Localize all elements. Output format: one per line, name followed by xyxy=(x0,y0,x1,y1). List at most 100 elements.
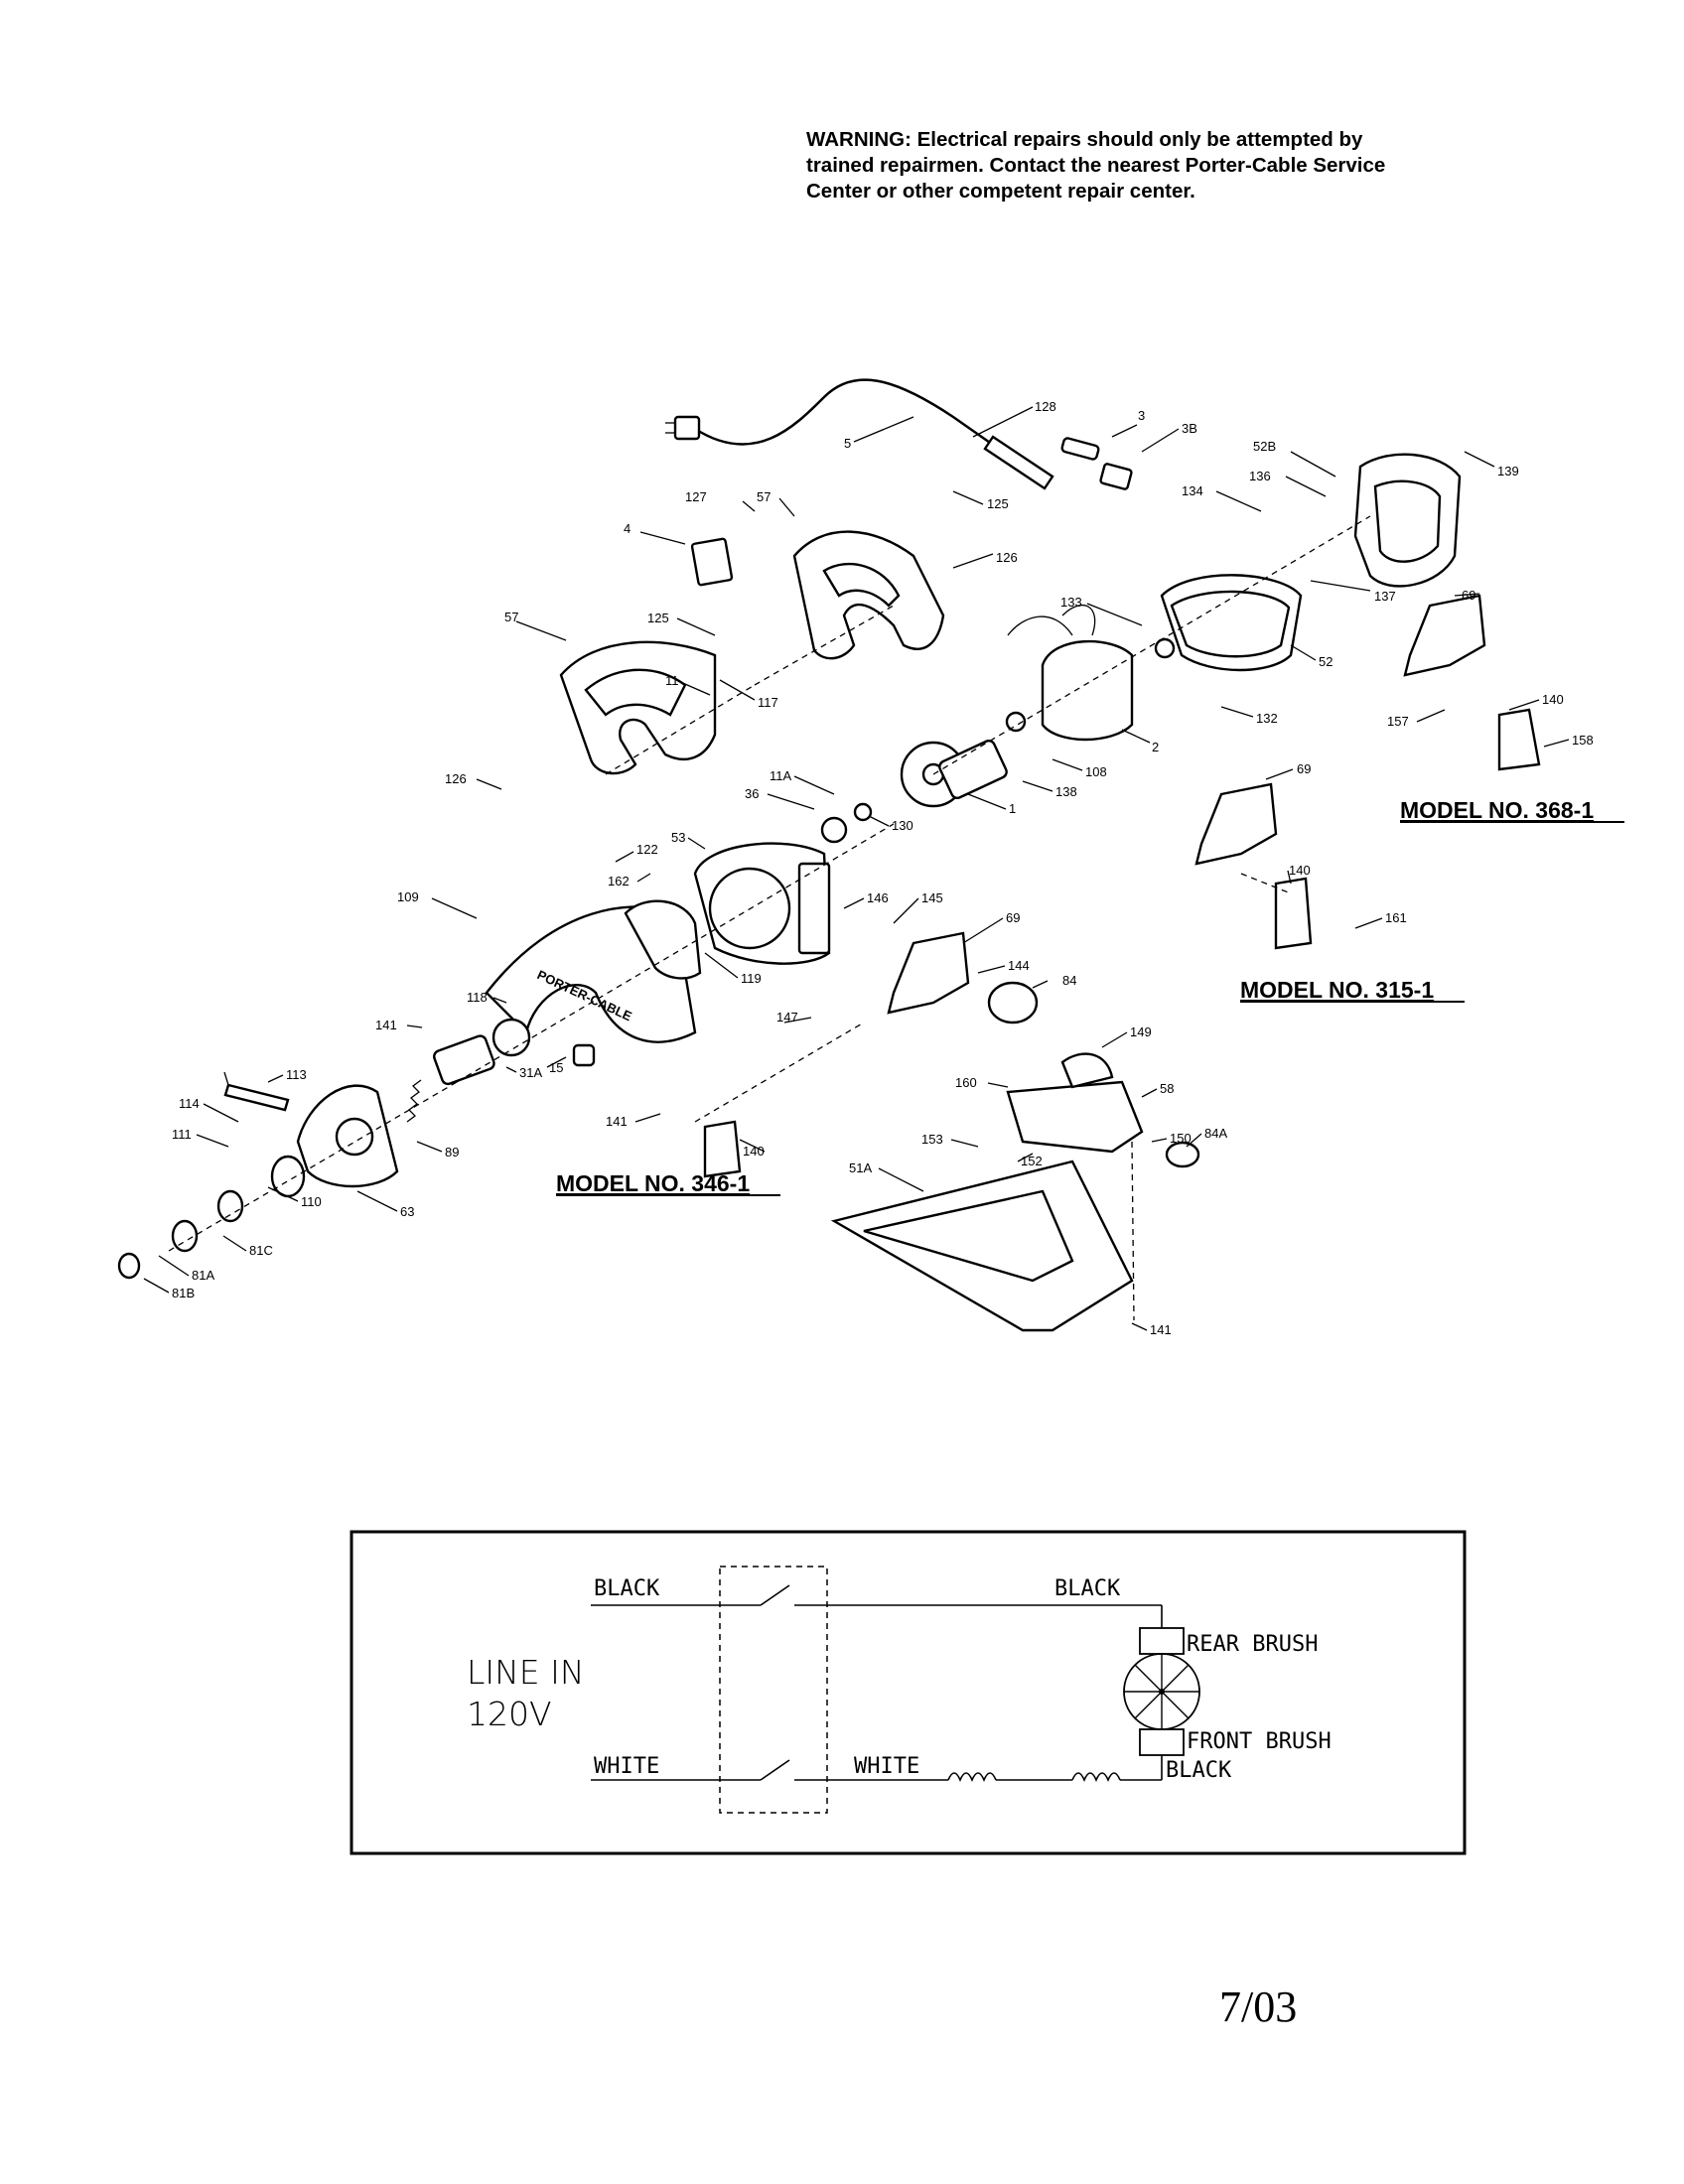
part-label: 89 xyxy=(445,1145,459,1160)
rear-brush-label: REAR BRUSH xyxy=(1187,1632,1318,1657)
part-label: 117 xyxy=(758,695,778,710)
part-label: 36 xyxy=(745,786,759,801)
voltage-label: 120V xyxy=(467,1695,552,1733)
part-label: 31A xyxy=(519,1065,542,1080)
part-label: 127 xyxy=(685,489,707,504)
power-cord xyxy=(665,378,1054,490)
blocks-140 xyxy=(703,708,1541,1178)
part-label: 126 xyxy=(445,771,467,786)
part-label: 125 xyxy=(647,611,669,625)
part-label: 109 xyxy=(397,889,419,904)
spindle-31a xyxy=(433,1018,596,1086)
part-label: 158 xyxy=(1572,733,1594,748)
part-label: 3 xyxy=(1138,408,1145,423)
brackets-69 xyxy=(887,594,1486,1015)
part-label: 81B xyxy=(172,1286,195,1300)
part-label: 141 xyxy=(606,1114,628,1129)
part-label: 5 xyxy=(844,436,851,451)
warning-line-2: trained repairmen. Contact the nearest P… xyxy=(806,154,1386,177)
part-label: 11 xyxy=(665,673,679,688)
part-label: 141 xyxy=(375,1018,397,1032)
part-label: 149 xyxy=(1130,1024,1152,1039)
wiring-box xyxy=(350,1530,1467,1855)
wiring-diagram: BLACK BLACK LINE IN 120V REAR BRUSH FRON… xyxy=(350,1530,1467,1855)
part-label: 118 xyxy=(467,990,488,1005)
part-label: 57 xyxy=(757,489,771,504)
front-brush-symbol xyxy=(1139,1728,1185,1756)
part-label: 145 xyxy=(921,890,943,905)
part-label: 15 xyxy=(549,1060,563,1075)
shield-119 xyxy=(624,899,702,980)
part-label: 147 xyxy=(776,1010,798,1024)
part-label: 51A xyxy=(849,1160,872,1175)
base-plate-51a xyxy=(830,1160,1134,1332)
model-346-1-heading: MODEL NO. 346-1 xyxy=(556,1170,750,1196)
part-label: 81C xyxy=(249,1243,273,1258)
part-label: 84 xyxy=(1062,973,1076,988)
part-label: 4 xyxy=(624,521,631,536)
field-coil-1 xyxy=(947,1772,997,1783)
part-label: 157 xyxy=(1387,714,1409,729)
part-label: 140 xyxy=(743,1144,765,1159)
part-label: 69 xyxy=(1462,588,1475,603)
gear-case-53 xyxy=(693,842,831,965)
knob-84 xyxy=(987,981,1200,1168)
part-label: 84A xyxy=(1204,1126,1227,1141)
part-label: 69 xyxy=(1297,761,1311,776)
lever-113 xyxy=(223,1071,290,1112)
part-label: 162 xyxy=(608,874,630,888)
switch-box xyxy=(719,1566,828,1814)
part-label: 128 xyxy=(1035,399,1056,414)
lower-guard-63 xyxy=(296,1084,399,1188)
part-label: 63 xyxy=(400,1204,414,1219)
part-label: 150 xyxy=(1170,1131,1192,1146)
part-label: 136 xyxy=(1249,469,1271,483)
part-label: 152 xyxy=(1021,1154,1043,1168)
part-label: 57 xyxy=(504,610,518,624)
warning-line-3: Center or other competent repair center. xyxy=(806,180,1195,203)
black-bottom-label: BLACK xyxy=(1166,1758,1232,1783)
part-label: 53 xyxy=(671,830,685,845)
part-label: 160 xyxy=(955,1075,977,1090)
part-label: 140 xyxy=(1542,692,1564,707)
part-label: 146 xyxy=(867,890,889,905)
part-label: 153 xyxy=(921,1132,943,1147)
field-2 xyxy=(1007,605,1134,742)
field-coil-2 xyxy=(1071,1772,1121,1783)
part-label: 125 xyxy=(987,496,1009,511)
part-label: 130 xyxy=(892,818,913,833)
warning-line-1: WARNING: Electrical repairs should only … xyxy=(806,128,1363,151)
part-label: 111 xyxy=(172,1127,192,1142)
part-label: 69 xyxy=(1006,910,1020,925)
armature-1 xyxy=(900,739,1008,808)
motor-housing-52 xyxy=(1160,574,1303,672)
black-right-label: BLACK xyxy=(1054,1576,1121,1601)
white-left-label: WHITE xyxy=(594,1754,659,1779)
bracket-58 xyxy=(1006,1052,1144,1154)
handle-57-right xyxy=(792,530,945,660)
part-label: 126 xyxy=(996,550,1018,565)
part-label: 138 xyxy=(1055,784,1077,799)
part-label: 140 xyxy=(1289,863,1311,878)
white-right-label: WHITE xyxy=(854,1754,919,1779)
part-label: 3B xyxy=(1182,421,1197,436)
warning-text: WARNING: Electrical repairs should only … xyxy=(806,127,1452,205)
part-label: 133 xyxy=(1060,595,1082,610)
part-label: 52B xyxy=(1253,439,1276,454)
part-label: 81A xyxy=(192,1268,214,1283)
part-label: 119 xyxy=(741,971,762,986)
rear-brush-symbol xyxy=(1139,1627,1185,1655)
end-cap-52b xyxy=(1353,453,1462,588)
part-label: 132 xyxy=(1256,711,1278,726)
brush-parts xyxy=(1060,437,1133,490)
part-label: 141 xyxy=(1150,1322,1172,1337)
model-368-1-heading: MODEL NO. 368-1 xyxy=(1400,797,1594,823)
switch-4 xyxy=(690,537,734,587)
part-label: 114 xyxy=(179,1096,200,1111)
model-315-1-heading: MODEL NO. 315-1 xyxy=(1240,977,1434,1003)
part-label: 1 xyxy=(1009,801,1016,816)
part-label: 58 xyxy=(1160,1081,1174,1096)
part-label: 108 xyxy=(1085,764,1107,779)
